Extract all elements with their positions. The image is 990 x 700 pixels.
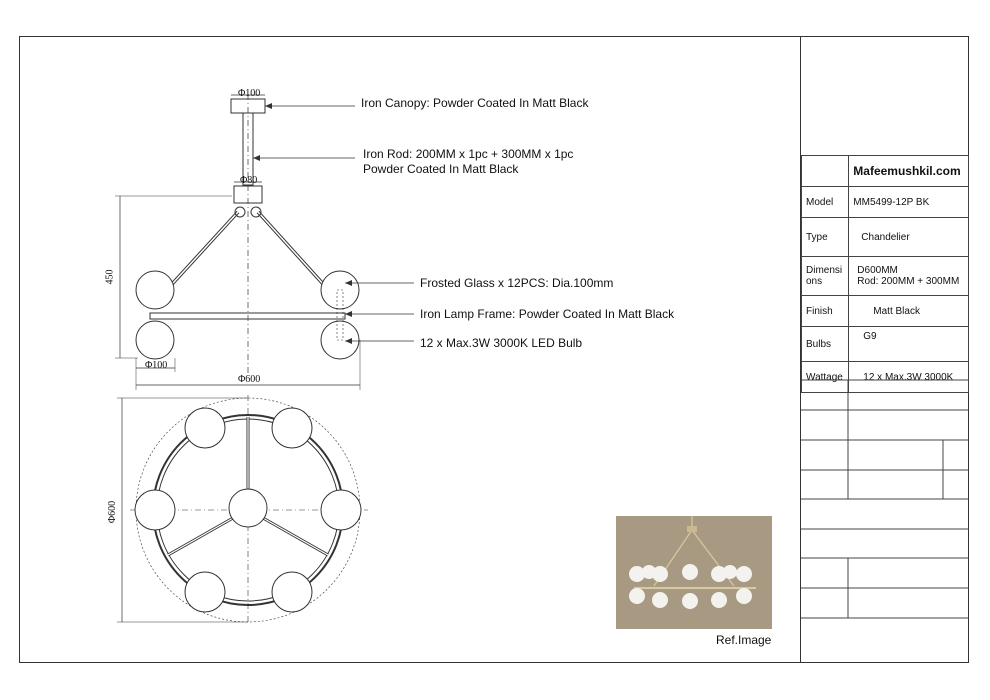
drawing-sheet-border bbox=[19, 36, 969, 663]
title-block-table: Mafeemushkil.com Model MM5499-12P BK Typ… bbox=[800, 155, 969, 393]
bulbs-label: Bulbs bbox=[800, 326, 850, 362]
glass-callout: Frosted Glass x 12PCS: Dia.100mm bbox=[420, 276, 614, 290]
plan-dia-dim: Φ600 bbox=[107, 500, 119, 524]
dimensions-value: D600MM Rod: 200MM + 300MM bbox=[848, 256, 969, 296]
title-block-column bbox=[800, 36, 969, 663]
ref-image-label: Ref.Image bbox=[716, 633, 772, 647]
type-value: Chandelier bbox=[848, 217, 969, 257]
wattage-value: 12 x Max.3W 3000K bbox=[848, 361, 969, 393]
wattage-label: Wattage bbox=[800, 361, 850, 393]
canopy-dia-dim: Φ100 bbox=[238, 88, 261, 99]
rod-callout-line1: Iron Rod: 200MM x 1pc + 300MM x 1pc bbox=[363, 147, 574, 161]
overall-dia-dim: Φ600 bbox=[238, 374, 261, 385]
dimensions-label: Dimensi ons bbox=[800, 256, 850, 296]
bulbs-value: G9 bbox=[848, 326, 969, 362]
globe bbox=[320, 320, 360, 360]
type-label: Type bbox=[800, 217, 850, 257]
canopy-callout: Iron Canopy: Powder Coated In Matt Black bbox=[361, 96, 589, 110]
rod-callout-line2: Powder Coated In Matt Black bbox=[363, 162, 519, 176]
frame-callout: Iron Lamp Frame: Powder Coated In Matt B… bbox=[420, 307, 675, 321]
height-dim: 450 bbox=[104, 269, 116, 285]
globe bbox=[320, 270, 360, 310]
finish-value: Matt Black bbox=[848, 295, 969, 327]
reference-photo bbox=[616, 516, 772, 629]
lamp-frame bbox=[149, 312, 346, 320]
brand-name: Mafeemushkil.com bbox=[848, 155, 969, 187]
rod-dia-dim: Φ80 bbox=[240, 175, 258, 186]
globe-dia-dim: Φ100 bbox=[145, 360, 168, 371]
finish-label: Finish bbox=[800, 295, 850, 327]
bulb-callout: 12 x Max.3W 3000K LED Bulb bbox=[420, 336, 583, 350]
globe bbox=[135, 270, 175, 310]
globe bbox=[135, 320, 175, 360]
